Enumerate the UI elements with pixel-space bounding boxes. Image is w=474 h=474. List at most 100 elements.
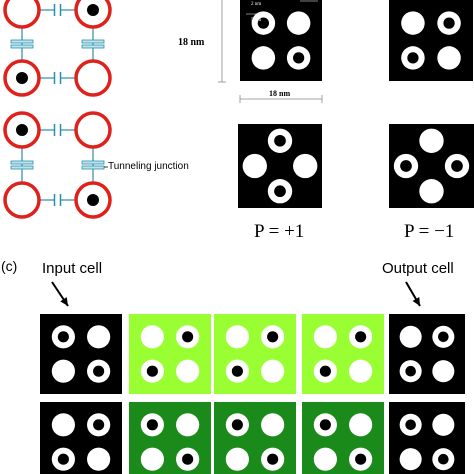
tunneling-junction — [10, 160, 34, 165]
electron — [93, 419, 105, 431]
electron — [319, 419, 331, 431]
output-cell-label: Output cell — [382, 260, 454, 277]
electron — [400, 160, 412, 172]
polarization-plus-label: P = +1 — [254, 221, 305, 242]
wire-cell-2 — [214, 314, 296, 394]
electron — [267, 453, 279, 465]
electron — [407, 52, 419, 64]
output-cell-arrow-head — [412, 297, 420, 306]
tunneling-junction — [81, 39, 105, 44]
cell-rotated-p-minus-one — [389, 124, 474, 208]
electron — [16, 72, 28, 84]
quantum-dot — [74, 59, 112, 97]
cell-p-minus-one — [389, 0, 473, 81]
electron — [405, 419, 416, 431]
electron — [146, 419, 158, 431]
quantum-dot — [261, 413, 285, 437]
quantum-dot — [432, 413, 455, 436]
quantum-dot — [313, 325, 337, 349]
quantum-dot — [74, 111, 112, 149]
cell-background — [389, 0, 473, 81]
cell-background — [40, 402, 122, 474]
quantum-dot — [51, 413, 75, 437]
cell-background — [389, 314, 465, 394]
cell-background — [302, 314, 384, 394]
quantum-dot — [140, 325, 164, 349]
quantum-dot — [51, 359, 75, 383]
dot-diameter-label: 5 nm — [251, 18, 262, 23]
quantum-dot — [251, 46, 276, 70]
quantum-dot — [349, 359, 373, 383]
quantum-dot — [140, 447, 164, 471]
input-cell-label: Input cell — [42, 260, 103, 277]
qca-cells — [40, 0, 474, 474]
quantum-dot — [432, 360, 455, 383]
electron — [355, 331, 367, 343]
electron — [87, 4, 99, 16]
electron — [274, 134, 286, 147]
input-cell-arrow-head — [60, 297, 68, 306]
cell-rotated-p-plus-one — [238, 124, 322, 208]
tunneling-junction — [10, 165, 34, 170]
wire-cell-2 — [214, 402, 296, 474]
electron — [319, 365, 331, 377]
quantum-dot — [419, 128, 444, 153]
electron — [57, 331, 69, 343]
electron — [443, 17, 455, 29]
quantum-dot — [3, 181, 41, 219]
input-cell — [40, 314, 122, 394]
quantum-dot — [349, 413, 373, 437]
tunneling-junction — [10, 39, 34, 44]
dot-spacing-label: 2 nm — [251, 2, 262, 7]
input-cell — [40, 402, 122, 474]
cell-background — [302, 402, 384, 474]
panel-c-label: (c) — [1, 258, 18, 274]
electron — [405, 365, 416, 377]
cell-background — [129, 402, 211, 474]
cell-background — [214, 314, 296, 394]
electron — [292, 52, 305, 64]
wire-cell-3 — [302, 402, 384, 474]
quantum-dot — [176, 359, 200, 383]
quantum-dot — [87, 325, 111, 349]
quantum-dot — [293, 153, 318, 179]
electron — [257, 17, 270, 29]
tunneling-junction-label: Tunneling junction — [108, 161, 189, 172]
wire-cell-3 — [302, 314, 384, 394]
height-dimension-label: 18 nm — [178, 37, 205, 48]
tunneling-junction — [81, 160, 105, 165]
electron — [57, 453, 69, 465]
electron — [438, 331, 449, 343]
tunneling-junction — [81, 44, 105, 49]
electron — [93, 365, 105, 377]
electron — [16, 124, 28, 136]
quantum-dot — [3, 0, 41, 29]
tunneling-junction — [81, 165, 105, 170]
electron — [231, 419, 243, 431]
cell-background — [240, 0, 322, 81]
electron — [182, 331, 194, 343]
quantum-dot — [286, 11, 311, 35]
output-cell — [389, 402, 465, 474]
width-dimension-label: 18 nm — [269, 89, 291, 98]
electron — [231, 365, 243, 377]
quantum-dot — [176, 413, 200, 437]
quantum-dot — [225, 447, 249, 471]
quantum-dot — [225, 325, 249, 349]
quantum-dot — [399, 325, 422, 348]
quantum-dot — [401, 11, 425, 35]
electron — [438, 453, 449, 465]
electron — [87, 194, 99, 206]
quantum-dot — [87, 447, 111, 471]
electron — [355, 453, 367, 465]
electron — [182, 453, 194, 465]
output-cell — [389, 314, 465, 394]
quantum-dot-circuit — [3, 0, 112, 219]
quantum-dot — [419, 179, 444, 204]
polarization-minus-label: P = −1 — [404, 221, 455, 242]
wire-cell-1 — [129, 314, 211, 394]
cell-background — [214, 402, 296, 474]
electron — [451, 160, 463, 172]
cell-background — [40, 314, 122, 394]
